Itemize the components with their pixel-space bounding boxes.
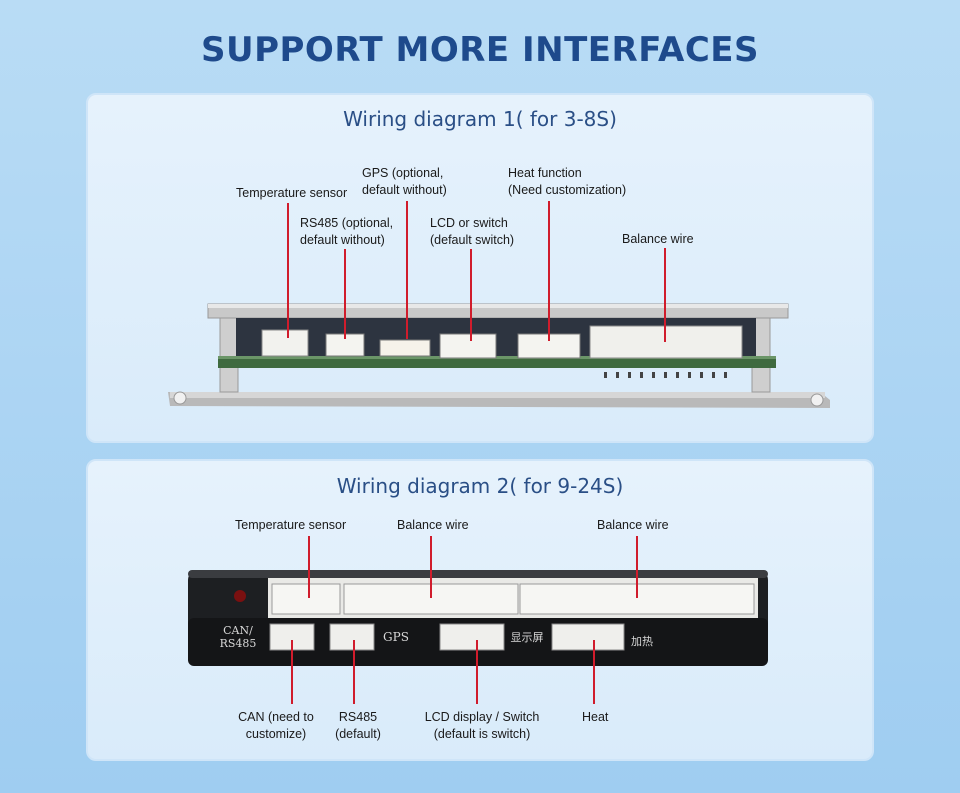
label-lcd-display-2-line1: LCD display / Switch [424, 710, 540, 724]
label-temperature-sensor-1: Temperature sensor [236, 186, 348, 200]
rs485-gps-connector [329, 623, 375, 651]
pcb-edge [218, 356, 776, 359]
label-lcd-switch-1-line1: LCD or switch [430, 216, 508, 230]
balance-wire-connector [589, 325, 743, 359]
label-balance-wire-1: Balance wire [622, 232, 694, 246]
leader-balance-wire-1 [664, 248, 666, 342]
temperature-sensor-connector [261, 329, 309, 357]
label-rs485-2: RS485 (default) [326, 709, 390, 743]
label-heat-function-1-line2: (Need customization) [508, 183, 627, 197]
label-rs485-2-line1: RS485 [338, 710, 378, 724]
label-gps-1: GPS (optional, default without) [362, 165, 447, 199]
label-gps-1-line2: default without) [362, 183, 447, 197]
leader-temperature-sensor-2 [308, 536, 310, 598]
wiring-diagram-1-title: Wiring diagram 1( for 3-8S) [343, 107, 617, 131]
label-can-2: CAN (need to customize) [236, 709, 316, 743]
label-balance-wire-2-left: Balance wire [397, 518, 469, 532]
label-temperature-sensor-2: Temperature sensor [235, 518, 347, 532]
leader-balance-wire-2-left [430, 536, 432, 598]
base-plate-edge [170, 392, 825, 398]
device-print-rs485: RS485 [220, 637, 257, 650]
heat-connector-2 [551, 623, 625, 651]
leader-rs485-2 [353, 640, 355, 704]
leader-lcd-switch-1 [470, 249, 472, 341]
label-rs485-1: RS485 (optional, default without) [300, 215, 393, 249]
mounting-hole-left [173, 391, 187, 405]
device-housing-top [188, 570, 768, 578]
label-rs485-1-line2: default without) [300, 233, 385, 247]
leader-rs485-1 [344, 249, 346, 339]
label-lcd-switch-1-line2: (default switch) [430, 233, 515, 247]
device-print-display: 显示屏 [511, 631, 544, 644]
balance-pins [604, 372, 727, 378]
label-heat-function-1-line1: Heat function [508, 166, 582, 180]
temperature-sensor-connector-2 [271, 583, 341, 615]
lcd-switch-connector [439, 333, 497, 359]
wiring-diagram-1-panel: Wiring diagram 1( for 3-8S) [86, 93, 874, 443]
leader-heat-function-1 [548, 201, 550, 341]
leader-heat-2 [593, 640, 595, 704]
leader-temperature-sensor-1 [287, 203, 289, 338]
label-can-2-line1: CAN (need to [238, 710, 314, 724]
label-heat-function-1: Heat function (Need customization) [508, 165, 626, 199]
lcd-display-connector [439, 623, 505, 651]
page-title: SUPPORT MORE INTERFACES [200, 30, 759, 70]
indicator-led [234, 590, 246, 602]
leader-can-2 [291, 640, 293, 704]
label-gps-1-line1: GPS (optional, [362, 166, 444, 180]
label-rs485-2-line2: (default) [335, 727, 381, 741]
label-can-2-line2: customize) [245, 727, 307, 741]
mounting-hole-right [810, 393, 824, 407]
device-print-can: CAN/ [223, 624, 253, 637]
label-heat-2: Heat [582, 710, 609, 724]
top-plate-highlight [208, 304, 788, 308]
gps-connector [379, 339, 431, 357]
leader-gps-1 [406, 201, 408, 339]
label-lcd-display-2: LCD display / Switch (default is switch) [414, 709, 550, 743]
label-balance-wire-2-right: Balance wire [597, 518, 669, 532]
leader-lcd-display-2 [476, 640, 478, 704]
device-print-gps: GPS [383, 630, 409, 644]
leader-balance-wire-2-right [636, 536, 638, 598]
device-print-heating: 加热 [631, 635, 653, 648]
label-lcd-display-2-line2: (default is switch) [433, 727, 531, 741]
label-rs485-1-line1: RS485 (optional, [300, 216, 394, 230]
wiring-diagram-2-title: Wiring diagram 2( for 9-24S) [336, 474, 624, 498]
label-lcd-switch-1: LCD or switch (default switch) [430, 215, 514, 249]
